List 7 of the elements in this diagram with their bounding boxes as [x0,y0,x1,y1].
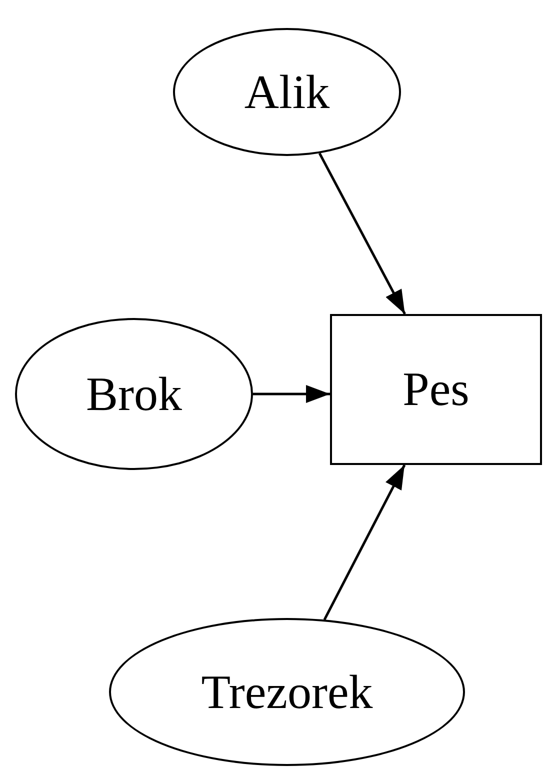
process-box [330,314,542,465]
node-label: Brok [86,366,182,422]
node-label: Pes [402,362,470,417]
arrow [323,464,406,620]
node-label: Alik [244,64,330,120]
arrow [253,385,330,403]
node-label: Trezorek [201,664,373,720]
